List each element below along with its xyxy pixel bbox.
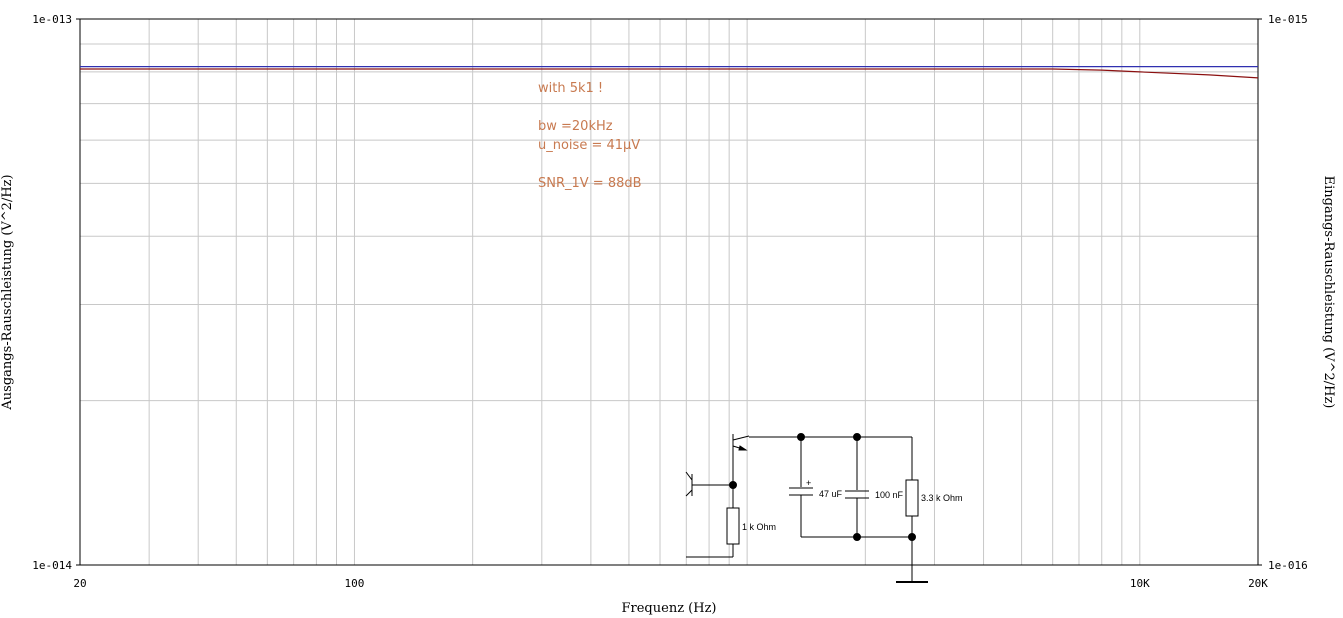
junction-dot [853, 533, 861, 541]
label-c2: 100 nF [875, 490, 904, 500]
transistor-arrow [738, 445, 748, 451]
label-r2: 3.3 k Ohm [921, 493, 963, 503]
schematic-labels: 1 k Ohm 47 uF + 100 nF 3.3 k Ohm [742, 478, 963, 532]
y-axis-left-label: Ausgangs-Rauschleistung (V^2/Hz) [0, 174, 15, 410]
resistor-r1 [726, 507, 740, 545]
wire-left-emit [685, 489, 693, 497]
annotation-block: with 5k1 ! bw =20kHz u_noise = 41µV SNR_… [538, 81, 642, 191]
junction-dot [797, 433, 805, 441]
junction-dot [908, 533, 916, 541]
x-tick-label: 20K [1248, 577, 1268, 590]
junction-dot [853, 433, 861, 441]
annotation-3: u_noise = 41µV [538, 138, 640, 153]
y-left-tick-label: 1e-014 [32, 559, 72, 572]
wire-left-base [685, 471, 693, 481]
ticks: 20 100 10K 20K 1e-013 1e-014 1e-015 1e-016 [32, 13, 1308, 590]
junction-dot [729, 481, 737, 489]
y-right-tick-label: 1e-015 [1268, 13, 1308, 26]
x-tick-label: 20 [73, 577, 86, 590]
resistor-r2 [905, 479, 919, 517]
y-axis-right-label: Eingangs-Rauschleistung (V^2/Hz) [1321, 176, 1336, 409]
grid [80, 19, 1258, 565]
annotation-1: with 5k1 ! [538, 81, 603, 96]
circuit-schematic [685, 433, 928, 583]
label-polarity: + [806, 478, 811, 488]
transistor-collector [732, 435, 750, 441]
y-left-tick-label: 1e-013 [32, 13, 72, 26]
series-line-2 [80, 68, 1259, 79]
x-tick-label: 100 [345, 577, 365, 590]
y-right-tick-label: 1e-016 [1268, 559, 1308, 572]
annotation-2: bw =20kHz [538, 119, 613, 134]
label-c1: 47 uF [819, 489, 843, 499]
annotation-4: SNR_1V = 88dB [538, 176, 642, 191]
x-tick-label: 10K [1130, 577, 1150, 590]
plot-frame [79, 18, 1259, 566]
x-axis-label: Frequenz (Hz) [622, 601, 717, 616]
label-r1: 1 k Ohm [742, 522, 776, 532]
series-lines [80, 65, 1259, 79]
